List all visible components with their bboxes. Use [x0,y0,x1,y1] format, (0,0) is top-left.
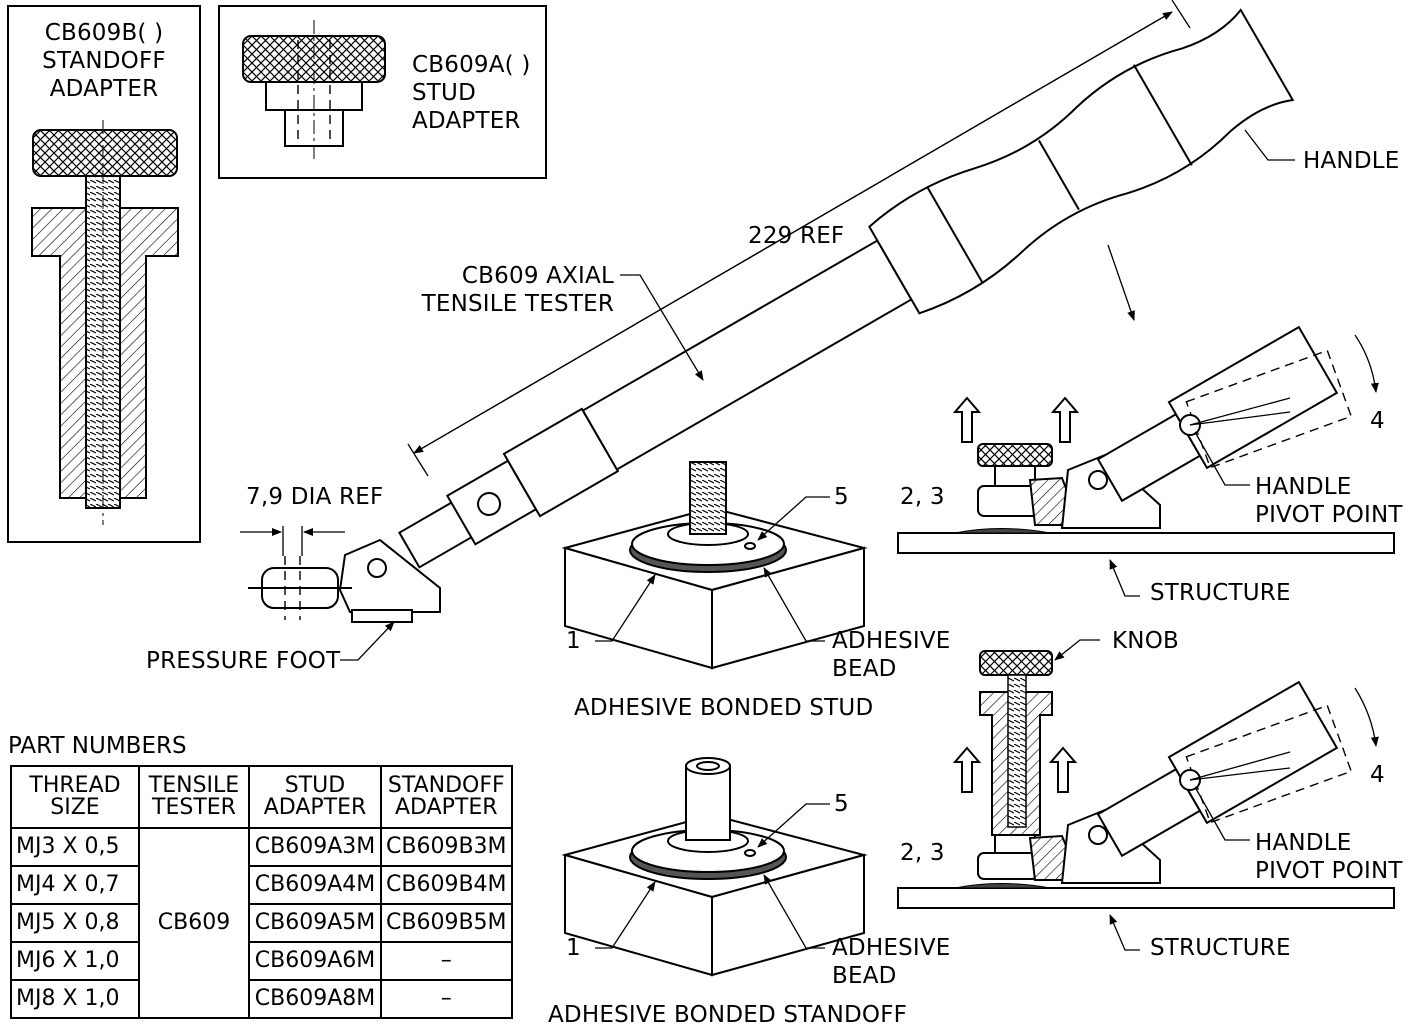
table-row: MJ3 X 0,5 CB609 CB609A3M CB609B3M [10,827,513,1019]
lower-callout-4: 4 [1370,762,1385,788]
stud-callout-5: 5 [834,484,849,510]
standoff-adhesive-line1: ADHESIVE [832,935,951,961]
bonded-stud-caption: ADHESIVE BONDED STUD [574,695,873,721]
cell-standoff: – [380,979,513,1019]
standoff-callout-5: 5 [834,791,849,817]
standoff-adapter-line2: ADAPTER [50,76,159,102]
tester-label-line1: CB609 AXIAL [462,263,614,289]
upper-pivot-line2: PIVOT POINT [1255,502,1403,528]
lower-callout-23: 2, 3 [900,840,945,866]
cell-tester: CB609 [138,827,250,1019]
standoff-adhesive-line2: BEAD [832,963,897,989]
table-row: MJ6 X 1,0 CB609A6M – [10,941,513,981]
standoff-test-view [897,639,1395,951]
standoff-adapter-line1: STANDOFF [42,48,166,74]
stud-adapter-detail: CB609A( ) STUD ADAPTER [218,5,547,179]
stud-adapter-line1: STUD [412,80,476,106]
stud-callout-1: 1 [566,628,581,654]
cell-stud: CB609A4M [248,865,382,905]
upper-pivot-line1: HANDLE [1255,474,1352,500]
cell-stud: CB609A3M [248,827,382,867]
table-row: MJ5 X 0,8 CB609A5M CB609B5M [10,903,513,943]
stud-adhesive-line2: BEAD [832,656,897,682]
cell-thread: MJ8 X 1,0 [10,979,140,1019]
cell-standoff: CB609B4M [380,865,513,905]
standoff-adapter-part: CB609B( ) [45,20,164,46]
upper-callout-4: 4 [1370,408,1385,434]
cell-thread: MJ3 X 0,5 [10,827,140,867]
upper-structure-label: STRUCTURE [1150,580,1291,606]
dia-ref-label: 7,9 DIA REF [246,484,383,510]
table-row: MJ8 X 1,0 CB609A8M – [10,979,513,1019]
tensile-tester-main [240,0,1295,661]
tester-label-line2: TENSILE TESTER [421,291,614,317]
length-ref-label: 229 REF [748,223,844,249]
cell-thread: MJ5 X 0,8 [10,903,140,943]
parts-table-title: PART NUMBERS [8,733,187,759]
stud-adapter-line2: ADAPTER [412,108,521,134]
handle-label: HANDLE [1303,148,1400,174]
knob-label: KNOB [1112,628,1179,654]
standoff-callout-1: 1 [566,935,581,961]
lower-structure-label: STRUCTURE [1150,935,1291,961]
lower-pivot-line1: HANDLE [1255,830,1352,856]
pressure-foot-label: PRESSURE FOOT [146,648,341,674]
cell-thread: MJ6 X 1,0 [10,941,140,981]
upper-callout-23: 2, 3 [900,484,945,510]
stud-adhesive-line1: ADHESIVE [832,628,951,654]
stud-test-view [897,325,1395,597]
stud-adapter-part: CB609A( ) [412,52,531,78]
cell-stud: CB609A8M [248,979,382,1019]
cell-thread: MJ4 X 0,7 [10,865,140,905]
cell-standoff: CB609B3M [380,827,513,867]
cell-standoff: CB609B5M [380,903,513,943]
cell-standoff: – [380,941,513,981]
standoff-adapter-detail: CB609B( ) STANDOFF ADAPTER [7,5,201,543]
bonded-stud-diagram [561,461,868,670]
table-row: MJ4 X 0,7 CB609A4M CB609B4M [10,865,513,905]
bonded-standoff-caption: ADHESIVE BONDED STANDOFF [548,1002,907,1028]
lower-pivot-line2: PIVOT POINT [1255,858,1403,884]
bonded-standoff-diagram [561,757,868,977]
cell-stud: CB609A6M [248,941,382,981]
cell-stud: CB609A5M [248,903,382,943]
